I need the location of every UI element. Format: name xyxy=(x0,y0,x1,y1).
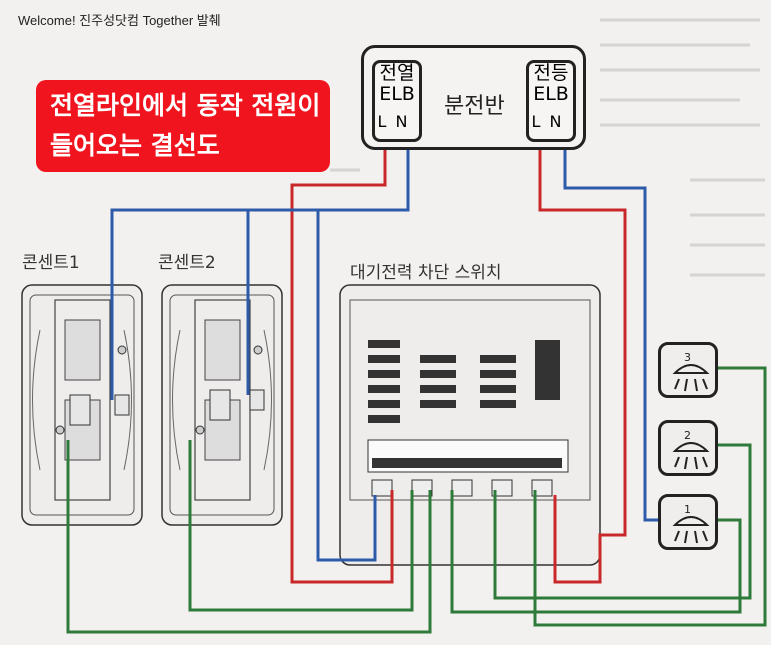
elb-right-line2: ELB xyxy=(533,83,569,105)
outlet-2-label: 콘센트2 xyxy=(158,253,216,273)
lamp-icon xyxy=(672,516,710,544)
lamp-3: 3 xyxy=(658,342,718,398)
lamp-1: 1 xyxy=(658,494,718,550)
lamp-3-number: 3 xyxy=(684,351,691,364)
live-wires xyxy=(290,140,627,584)
watermark: Welcome! 진주성닷컴 Together 발췌 xyxy=(18,13,221,28)
banner-line-2: 들어오는 결선도 xyxy=(50,131,220,160)
elb-left-terminals: LN xyxy=(377,112,417,131)
neutral-wires xyxy=(110,140,660,562)
control-wires xyxy=(66,366,767,634)
lamp-1-number: 1 xyxy=(684,503,691,516)
elb-left-line1: 전열 xyxy=(379,62,415,84)
lamp-2-number: 2 xyxy=(684,429,691,442)
lamp-2: 2 xyxy=(658,420,718,476)
elb-lighting-breaker: 전등 ELB LN xyxy=(526,60,576,142)
elb-right-line1: 전등 xyxy=(533,62,569,84)
switch-label: 대기전력 차단 스위치 xyxy=(350,263,502,283)
title-banner: 전열라인에서 동작 전원이 들어오는 결선도 xyxy=(36,80,330,172)
outlet-1 xyxy=(21,284,143,526)
panel-label: 분전반 xyxy=(444,94,505,119)
elb-right-terminals: LN xyxy=(531,112,571,131)
distribution-panel: 전열 ELB LN 분전반 전등 ELB LN xyxy=(361,45,586,150)
standby-switch-body xyxy=(339,284,601,566)
lamp-icon xyxy=(672,442,710,470)
banner-line-1: 전열라인에서 동작 전원이 xyxy=(50,91,321,120)
lamp-icon xyxy=(672,364,710,392)
elb-left-line2: ELB xyxy=(379,83,415,105)
elb-outlet-breaker: 전열 ELB LN xyxy=(372,60,422,142)
outlet-1-label: 콘센트1 xyxy=(22,253,80,273)
outlet-2 xyxy=(161,284,283,526)
